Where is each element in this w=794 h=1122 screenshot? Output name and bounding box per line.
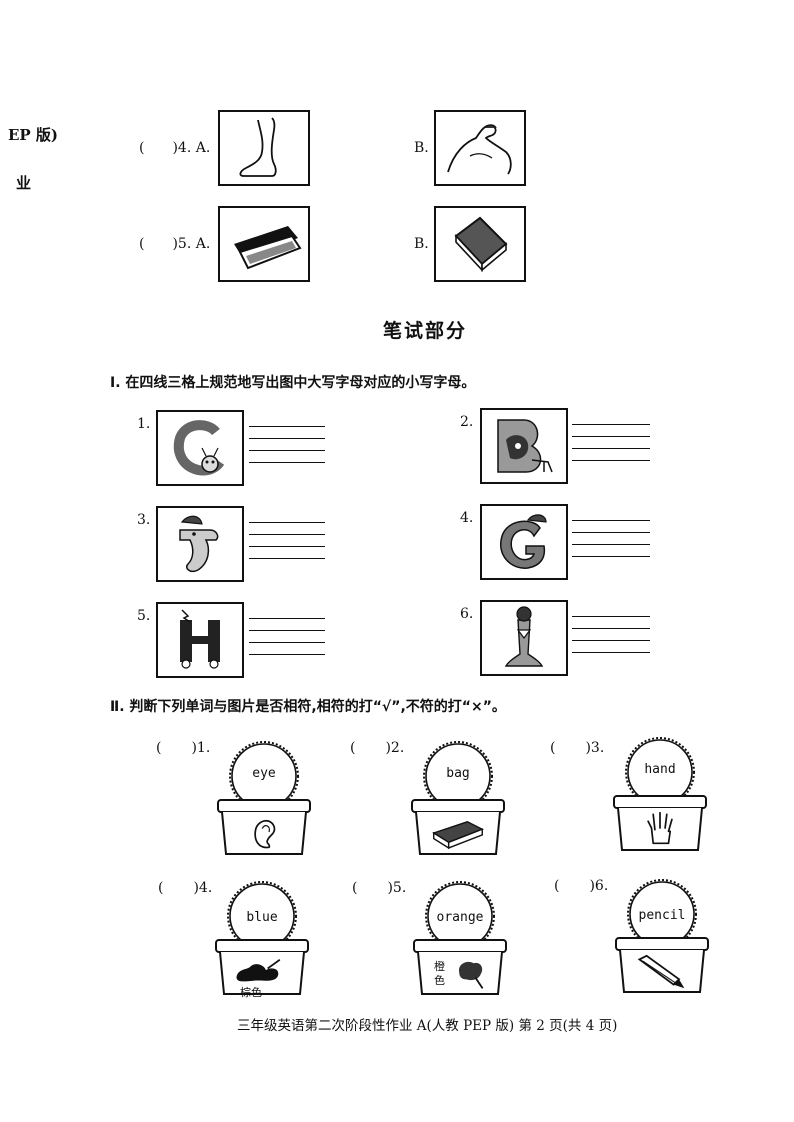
section2-instruction: Ⅱ. 判断下列单词与图片是否相符,相符的打“√”,不符的打“×”。 — [110, 699, 506, 715]
letter-c-caterpillar-icon — [173, 420, 225, 476]
writing-lines-1[interactable] — [249, 426, 325, 466]
letter-b-dog-icon — [497, 419, 553, 473]
letter-item-6-number: 6. — [460, 606, 474, 622]
judge-word-3: hand — [644, 762, 676, 777]
judge-paren-4[interactable]: ()4. — [158, 880, 213, 896]
letter-j-camel-icon — [179, 515, 219, 573]
letter-item-3-picture — [156, 506, 244, 582]
letter-item-4-picture — [480, 504, 568, 580]
letter-item-1-picture — [156, 410, 244, 486]
judge-item-5: orange 橙色 — [410, 880, 510, 1000]
judge-item-3: hand — [610, 736, 710, 856]
letter-item-2-number: 2. — [460, 414, 474, 430]
judge-item-6: pencil — [612, 878, 712, 998]
judge-item-4: blue 棕色 — [212, 880, 312, 1000]
pen-icon — [637, 954, 685, 989]
paint-blob-icon — [459, 961, 484, 989]
letter-item-2-picture — [480, 408, 568, 484]
option-4b-label: B. — [414, 140, 429, 156]
judge-caption-5: 橙色 — [434, 960, 445, 987]
eraser-icon — [454, 216, 508, 273]
writing-lines-4[interactable] — [572, 520, 650, 560]
option-5a-picture[interactable] — [218, 206, 310, 282]
option-5b-picture[interactable] — [434, 206, 526, 282]
book-icon — [432, 821, 484, 850]
judge-caption-4: 棕色 — [240, 986, 262, 999]
letter-item-6-picture — [480, 600, 568, 676]
cactus-pot-icon — [413, 881, 507, 995]
letter-item-5-number: 5. — [137, 608, 151, 624]
judge-item-1: eye — [214, 740, 314, 860]
judge-item-2: bag — [408, 740, 508, 860]
letter-item-1-number: 1. — [137, 416, 151, 432]
letter-item-4-number: 4. — [460, 510, 474, 526]
judge-word-5: orange — [436, 910, 484, 925]
writing-lines-2[interactable] — [572, 424, 650, 464]
judge-word-6: pencil — [638, 908, 686, 923]
paint-splash-icon — [236, 959, 281, 982]
cactus-pot-icon — [217, 741, 311, 855]
cactus-pot-icon — [613, 737, 707, 851]
letter-item-5-picture — [156, 602, 244, 678]
leg-icon — [239, 117, 277, 177]
pencil-box-icon — [234, 226, 302, 270]
page-footer: 三年级英语第二次阶段性作业 A(人教 PEP 版) 第 2 页(共 4 页) — [237, 1018, 618, 1034]
judge-paren-5[interactable]: ()5. — [352, 880, 407, 896]
judge-word-4: blue — [246, 910, 278, 925]
hand-icon — [647, 811, 673, 845]
option-5b-label: B. — [414, 236, 429, 252]
arm-icon — [447, 124, 512, 175]
judge-paren-6[interactable]: ()6. — [554, 878, 609, 894]
letter-h-icon — [180, 609, 220, 669]
section1-instruction: Ⅰ. 在四线三格上规范地写出图中大写字母对应的小写字母。 — [110, 375, 476, 391]
writing-lines-3[interactable] — [249, 522, 325, 562]
option-4a-picture[interactable] — [218, 110, 310, 186]
answer-paren-5[interactable]: ()5. A. — [139, 236, 211, 252]
letter-g-icon — [499, 514, 547, 569]
edition-fragment: EP 版) — [8, 126, 59, 144]
margin-fragment: 业 — [16, 174, 32, 192]
judge-paren-3[interactable]: ()3. — [550, 740, 605, 756]
writing-lines-5[interactable] — [249, 618, 325, 658]
judge-paren-1[interactable]: ()1. — [156, 740, 211, 756]
judge-word-2: bag — [446, 766, 470, 781]
answer-paren-4[interactable]: ()4. A. — [139, 140, 211, 156]
written-section-title: 笔试部分 — [383, 320, 468, 342]
letter-i-icon — [504, 606, 544, 667]
judge-paren-2[interactable]: ()2. — [350, 740, 405, 756]
option-4b-picture[interactable] — [434, 110, 526, 186]
writing-lines-6[interactable] — [572, 616, 650, 656]
letter-item-3-number: 3. — [137, 512, 151, 528]
judge-word-1: eye — [252, 766, 276, 781]
ear-icon — [254, 819, 276, 849]
cactus-pot-icon — [615, 879, 709, 993]
